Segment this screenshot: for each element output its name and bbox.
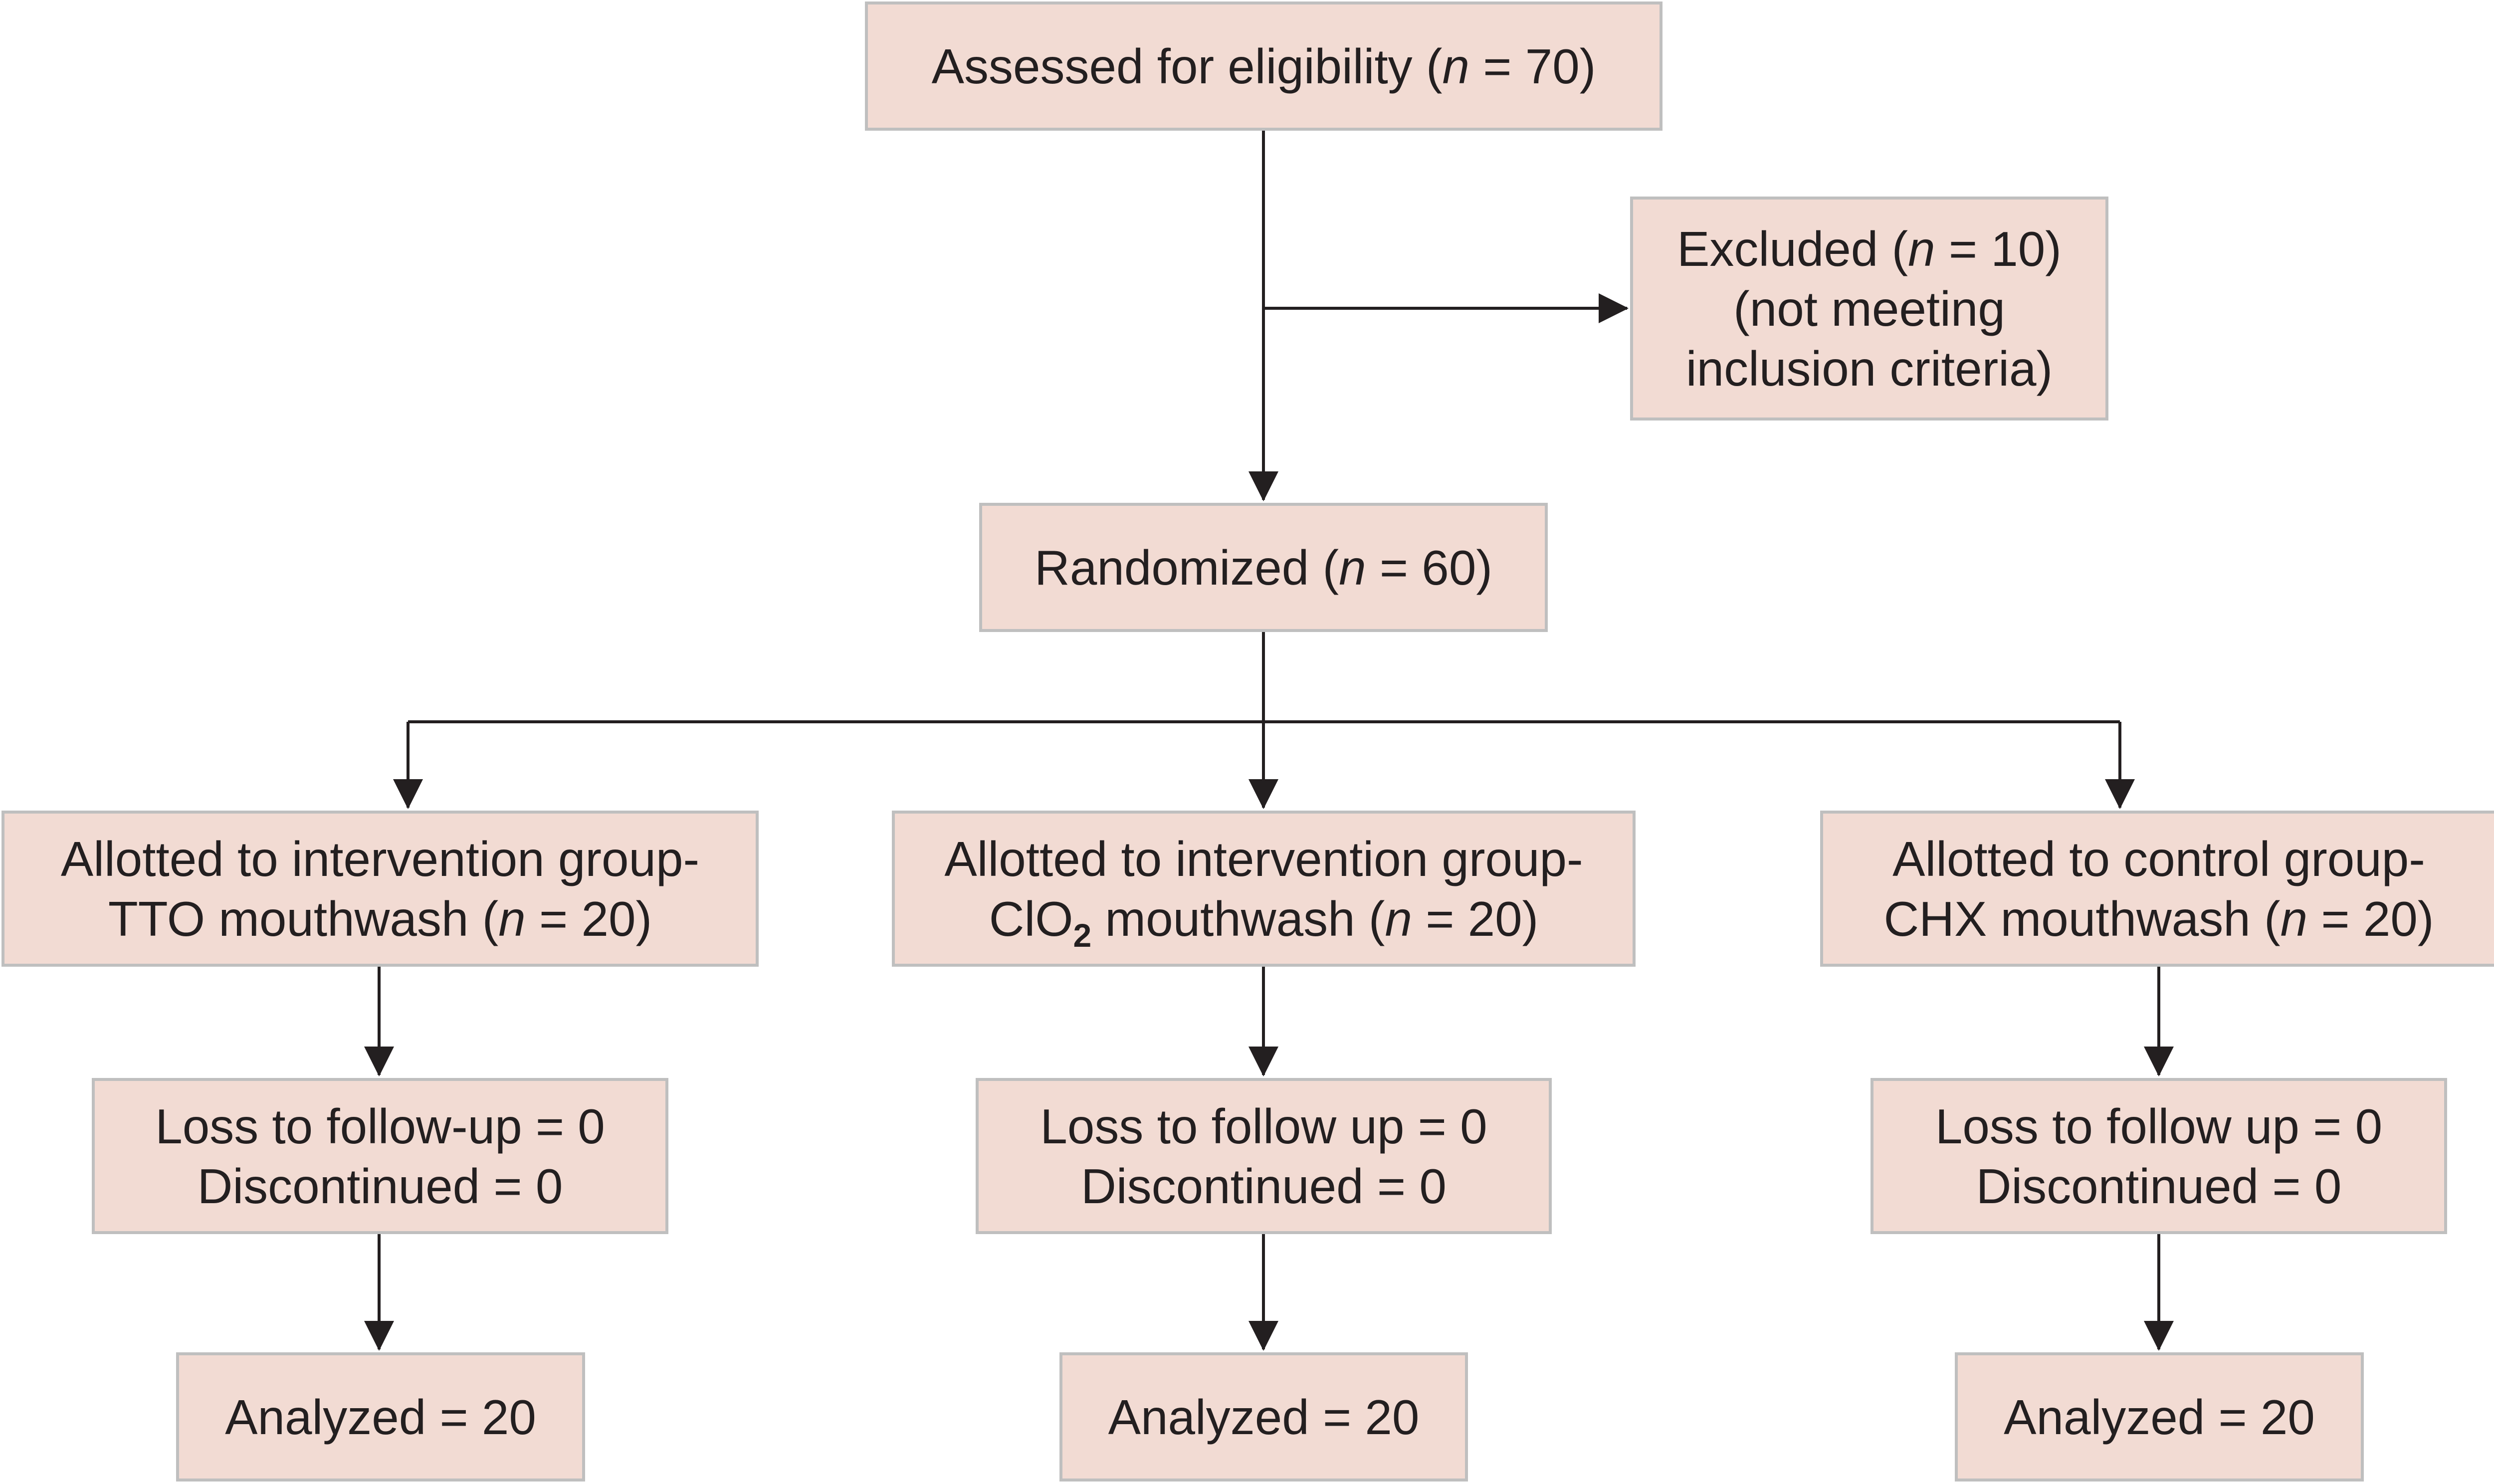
excluded-reason-line2: inclusion criteria) [1685,341,2053,396]
chx-group-title: Allotted to control group- [1892,831,2425,886]
tto-group-detail: TTO mouthwash (n = 20) [108,891,652,946]
excluded-box: Excluded (n = 10) (not meeting inclusion… [1630,197,2108,421]
excluded-reason-line1: (not meeting [1733,281,2005,336]
randomized-box: Randomized (n = 60) [979,503,1548,632]
excluded-count: Excluded (n = 10) [1677,221,2062,276]
chx-analyzed-box: Analyzed = 20 [1955,1352,2364,1482]
assessed-box: Assessed for eligibility (n = 70) [865,1,1663,131]
assessed-text: Assessed for eligibility (n = 70) [931,38,1596,94]
tto-discontinued-text: Discontinued = 0 [197,1158,563,1214]
tto-analyzed-box: Analyzed = 20 [176,1352,585,1482]
clo2-group-box: Allotted to intervention group- ClO2 mou… [892,811,1636,967]
tto-followup-box: Loss to follow-up = 0 Discontinued = 0 [92,1078,668,1234]
clo2-followup-box: Loss to follow up = 0 Discontinued = 0 [976,1078,1552,1234]
tto-group-title: Allotted to intervention group- [60,831,700,886]
clo2-group-title: Allotted to intervention group- [944,831,1583,886]
chx-loss-text: Loss to follow up = 0 [1935,1098,2383,1154]
tto-analyzed-text: Analyzed = 20 [225,1389,536,1445]
chx-followup-box: Loss to follow up = 0 Discontinued = 0 [1870,1078,2447,1234]
clo2-group-detail: ClO2 mouthwash (n = 20) [989,891,1539,954]
clo2-discontinued-text: Discontinued = 0 [1081,1158,1447,1214]
chx-discontinued-text: Discontinued = 0 [1976,1158,2342,1214]
clo2-loss-text: Loss to follow up = 0 [1040,1098,1487,1154]
randomized-text: Randomized (n = 60) [1035,540,1492,595]
chx-group-detail: CHX mouthwash (n = 20) [1883,891,2434,946]
tto-loss-text: Loss to follow-up = 0 [155,1098,605,1154]
clo2-analyzed-text: Analyzed = 20 [1108,1389,1420,1445]
chx-group-box: Allotted to control group- CHX mouthwash… [1820,811,2494,967]
tto-group-box: Allotted to intervention group- TTO mout… [1,811,759,967]
clo2-analyzed-box: Analyzed = 20 [1059,1352,1468,1482]
chx-analyzed-text: Analyzed = 20 [2004,1389,2315,1445]
